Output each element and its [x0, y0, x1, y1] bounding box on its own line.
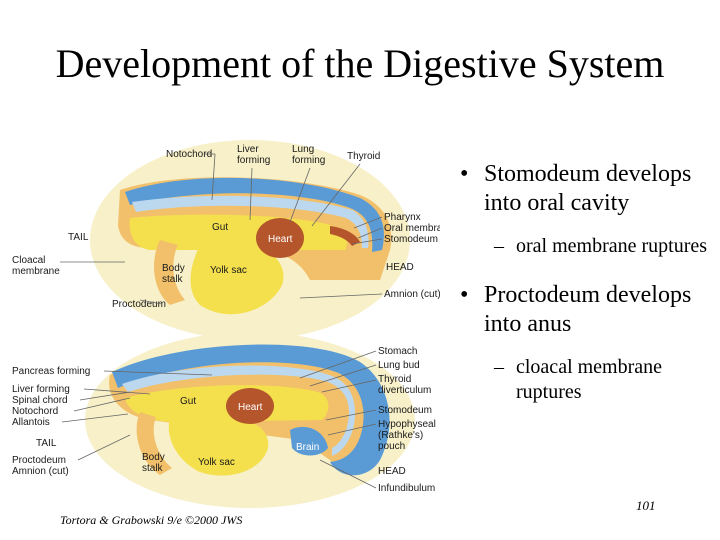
- bullet-stomodeum: Stomodeum develops into oral cavity: [448, 160, 713, 218]
- bottom-label-amnion: Amnion (cut): [12, 466, 69, 477]
- bottom-label-gut: Gut: [180, 396, 196, 407]
- bottom-label-thyroid-1: Thyroid: [378, 374, 411, 385]
- bottom-label-spinal-chord: Spinal chord: [12, 395, 68, 406]
- top-label-liver-1: Liver: [237, 144, 259, 155]
- page-number: 101: [636, 498, 656, 513]
- bottom-label-proctodeum: Proctodeum: [12, 455, 66, 466]
- bottom-label-liver: Liver forming: [12, 384, 70, 395]
- bottom-label-infundibulum: Infundibulum: [378, 483, 435, 494]
- bottom-label-brain: Brain: [296, 442, 319, 453]
- top-label-pharynx: Pharynx: [384, 212, 421, 223]
- bottom-label-thyroid-2: diverticulum: [378, 385, 431, 396]
- top-label-liver-2: forming: [237, 155, 270, 166]
- bullet-list: Stomodeum develops into oral cavity oral…: [448, 160, 713, 427]
- bottom-label-pancreas: Pancreas forming: [12, 366, 90, 377]
- slide-title: Development of the Digestive System: [55, 41, 665, 86]
- top-label-thyroid: Thyroid: [347, 151, 380, 162]
- top-neural-tube: [125, 177, 384, 252]
- bottom-embryo: Heart Gut Yolk sac Body stalk Brain Panc…: [12, 332, 436, 508]
- top-oral-membrane: [330, 226, 360, 246]
- top-body-stalk: [154, 240, 185, 305]
- top-heart: [256, 218, 304, 258]
- top-label-gut: Gut: [212, 222, 228, 233]
- embryo-illustration: Heart Gut Yolk sac Body stalk TAIL Notoc…: [0, 130, 440, 510]
- top-yolk-sac: [190, 245, 284, 315]
- bottom-label-stomach: Stomach: [378, 346, 417, 357]
- bottom-label-hypophyseal-3: pouch: [378, 441, 405, 452]
- bottom-label-body-stalk-1: Body: [142, 452, 165, 463]
- sub-bullet-cloacal-membrane: cloacal membrane ruptures: [448, 355, 713, 405]
- top-label-body-stalk-2: stalk: [162, 274, 184, 285]
- top-label-cloacal-2: membrane: [12, 266, 60, 277]
- bottom-label-hypophyseal-2: (Rathke's): [378, 430, 423, 441]
- top-leader-lines: [60, 153, 383, 305]
- top-label-amnion: Amnion (cut): [384, 289, 440, 300]
- top-label-heart: Heart: [268, 234, 293, 245]
- image-credit: Tortora & Grabowski 9/e ©2000 JWS: [60, 513, 243, 527]
- top-label-notochord: Notochord: [166, 149, 212, 160]
- top-label-stomodeum: Stomodeum: [384, 234, 438, 245]
- bottom-body-stalk: [136, 412, 172, 475]
- bottom-label-hypophyseal-1: Hypophyseal: [378, 419, 436, 430]
- bottom-label-heart: Heart: [238, 402, 263, 413]
- bottom-label-tail: TAIL: [36, 438, 57, 449]
- bottom-brain: [290, 426, 328, 456]
- bottom-label-yolk-sac: Yolk sac: [198, 457, 235, 468]
- top-embryo: Heart Gut Yolk sac Body stalk TAIL Notoc…: [12, 140, 440, 340]
- top-neural-lumen: [132, 195, 369, 248]
- bottom-label-lung-bud: Lung bud: [378, 360, 420, 371]
- bottom-label-allantois: Allantois: [12, 417, 50, 428]
- embryo-diagram: Heart Gut Yolk sac Body stalk TAIL Notoc…: [12, 140, 440, 508]
- top-label-proctodeum: Proctodeum: [112, 299, 166, 310]
- bullet-proctodeum: Proctodeum develops into anus: [448, 281, 713, 339]
- bottom-label-notochord: Notochord: [12, 406, 58, 417]
- bottom-leader-lines: [61, 350, 377, 489]
- sub-bullet-oral-membrane: oral membrane ruptures: [448, 234, 713, 259]
- bottom-label-head: HEAD: [378, 466, 406, 477]
- bottom-heart: [226, 388, 274, 424]
- bottom-yolk-sac: [168, 418, 269, 476]
- top-label-head: HEAD: [386, 262, 414, 273]
- bottom-label-stomodeum: Stomodeum: [378, 405, 432, 416]
- top-label-body-stalk-1: Body: [162, 263, 185, 274]
- bottom-label-body-stalk-2: stalk: [142, 463, 164, 474]
- top-label-oral-membrane: Oral membrane: [384, 223, 440, 234]
- top-label-yolk-sac: Yolk sac: [210, 265, 247, 276]
- top-label-cloacal-1: Cloacal: [12, 255, 45, 266]
- top-label-lung-1: Lung: [292, 144, 314, 155]
- top-label-tail: TAIL: [68, 232, 89, 243]
- top-label-lung-2: forming: [292, 155, 325, 166]
- bottom-neural-tube: [112, 344, 390, 476]
